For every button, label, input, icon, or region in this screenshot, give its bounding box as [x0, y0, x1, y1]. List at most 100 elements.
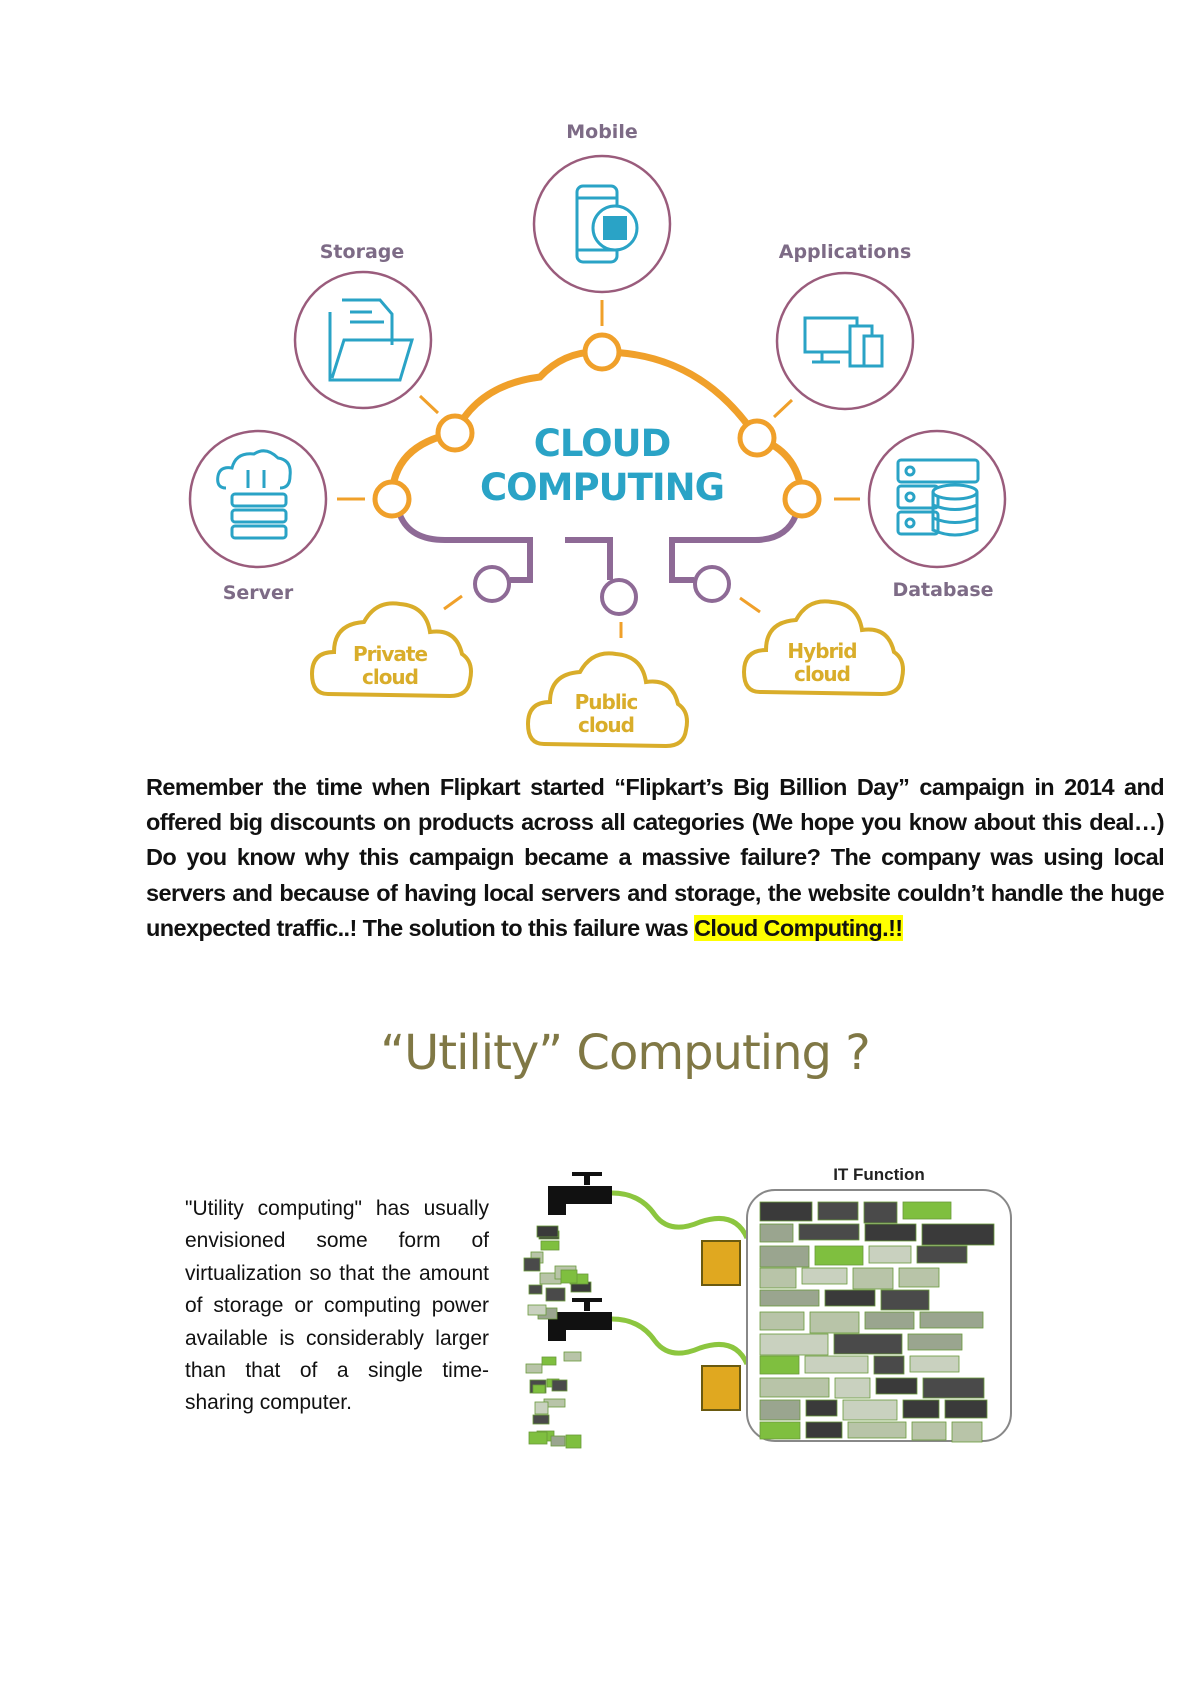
public-cloud-label-2: cloud	[578, 713, 634, 737]
label-mobile: Mobile	[566, 121, 637, 143]
server-block	[759, 1311, 805, 1331]
server-block	[805, 1399, 838, 1417]
server-block	[551, 1379, 568, 1392]
server-block	[852, 1267, 894, 1290]
server-block	[864, 1311, 915, 1330]
center-title-line1: CLOUD	[534, 422, 671, 465]
server-block	[532, 1414, 550, 1425]
server-block	[909, 1355, 960, 1373]
server-block	[525, 1363, 543, 1374]
server-block	[898, 1267, 940, 1288]
server-cloud-icon	[216, 449, 292, 540]
server-block	[911, 1421, 947, 1441]
server-block	[759, 1399, 801, 1421]
server-block	[944, 1399, 988, 1419]
server-block	[528, 1284, 543, 1295]
label-server: Server	[223, 582, 294, 604]
server-block	[864, 1223, 917, 1242]
server-block	[842, 1399, 898, 1421]
server-block	[560, 1269, 578, 1284]
intro-text: Remember the time when Flipkart started …	[146, 774, 1165, 941]
server-block	[534, 1401, 549, 1415]
section-title: “Utility” Computing ?	[380, 1025, 871, 1081]
server-block	[759, 1289, 820, 1307]
server-block	[804, 1355, 869, 1374]
pipe	[611, 1316, 750, 1366]
server-block	[540, 1240, 560, 1251]
server-block	[809, 1311, 860, 1334]
folder-icon	[328, 298, 415, 382]
meter-icon	[701, 1365, 741, 1411]
cloud-connectors	[397, 513, 799, 583]
server-block	[868, 1245, 912, 1264]
server-block	[833, 1333, 903, 1355]
server-circle	[188, 429, 328, 569]
server-block	[527, 1304, 547, 1316]
utility-illustration: IT Function	[523, 1165, 1012, 1449]
server-block	[550, 1435, 566, 1447]
server-block	[880, 1289, 930, 1311]
server-block	[563, 1351, 582, 1362]
server-block	[863, 1201, 898, 1224]
private-cloud-label-1: Private	[353, 642, 427, 666]
server-block	[814, 1245, 864, 1266]
server-block	[902, 1399, 940, 1419]
server-block	[759, 1245, 810, 1268]
hybrid-cloud-label-2: cloud	[794, 662, 850, 686]
database-icon	[896, 458, 980, 537]
applications-circle	[775, 271, 915, 411]
server-block	[532, 1384, 546, 1394]
server-block	[907, 1333, 963, 1351]
server-block	[919, 1311, 984, 1329]
label-storage: Storage	[320, 241, 405, 263]
server-block	[902, 1201, 952, 1220]
mobile-icon	[575, 184, 639, 264]
pipe	[611, 1190, 750, 1240]
server-block	[565, 1434, 582, 1449]
applications-icon	[803, 316, 884, 368]
server-block	[875, 1377, 918, 1395]
server-block	[951, 1421, 983, 1443]
highlighted-text: Cloud Computing.!!	[694, 914, 903, 941]
server-block	[798, 1223, 860, 1241]
server-block	[817, 1201, 859, 1221]
server-block	[759, 1267, 797, 1289]
server-block	[916, 1245, 968, 1264]
label-applications: Applications	[779, 241, 912, 263]
server-block	[801, 1267, 848, 1285]
utility-description: "Utility computing" has usually envision…	[185, 1197, 489, 1415]
server-block	[873, 1355, 905, 1375]
tap-icon	[548, 1172, 612, 1215]
intro-paragraph: Remember the time when Flipkart started …	[146, 770, 1165, 946]
server-block	[545, 1287, 566, 1302]
server-block	[847, 1421, 907, 1439]
meter-icon	[701, 1240, 741, 1286]
server-block	[921, 1223, 995, 1246]
cloud-nodes	[372, 332, 822, 519]
server-block	[759, 1355, 800, 1375]
label-database: Database	[892, 579, 993, 601]
center-title-line2: COMPUTING	[480, 466, 724, 509]
server-block	[528, 1431, 548, 1445]
server-block	[759, 1201, 813, 1222]
server-block	[759, 1223, 794, 1243]
connector-ticks	[337, 300, 860, 638]
server-block	[759, 1421, 801, 1440]
server-block	[805, 1421, 843, 1439]
server-block	[824, 1289, 876, 1307]
deployment-nodes	[473, 565, 731, 616]
server-block	[541, 1356, 557, 1366]
public-cloud-label-1: Public	[575, 690, 638, 714]
tap-icon	[548, 1298, 612, 1341]
server-block	[759, 1333, 829, 1356]
it-function-label: IT Function	[833, 1165, 925, 1184]
private-cloud-label-2: cloud	[362, 665, 418, 689]
server-block	[922, 1377, 985, 1399]
server-block	[536, 1225, 559, 1238]
hybrid-cloud-label-1: Hybrid	[787, 639, 856, 663]
server-block	[759, 1377, 830, 1398]
server-block	[834, 1377, 871, 1399]
server-block	[523, 1257, 541, 1272]
